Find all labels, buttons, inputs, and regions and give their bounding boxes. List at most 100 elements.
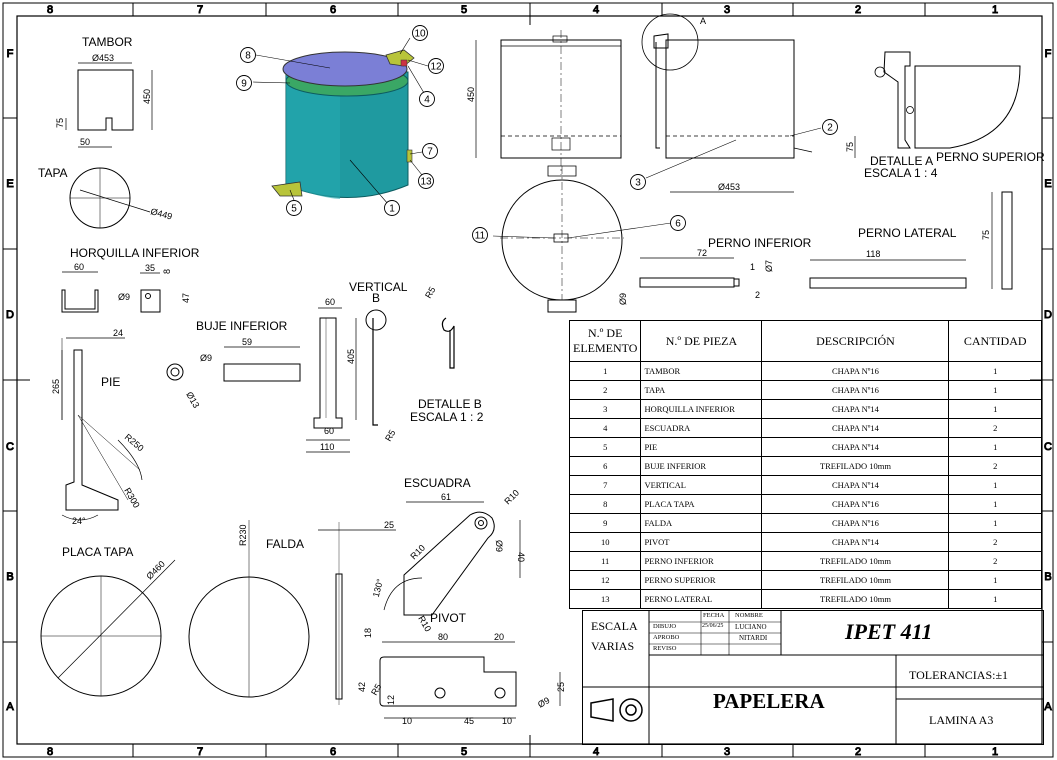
- detalle-a-view: DETALLE A ESCALA 1 : 4 PERNO SUPERIOR: [864, 51, 1045, 180]
- tambor-slot-h-dim: 75: [55, 118, 65, 128]
- bom-cell-pieza: PERNO LATERAL: [640, 589, 763, 609]
- pivot-25-dim: 25: [556, 682, 566, 692]
- placa-tapa-title: PLACA TAPA: [62, 545, 133, 559]
- detalle-a-marker: A: [700, 16, 706, 26]
- bom-cell-elemento: 13: [568, 589, 642, 609]
- falda-title: FALDA: [266, 537, 304, 551]
- zone-col-bottom-5: 5: [461, 746, 467, 758]
- zone-col-bottom-4: 4: [593, 746, 599, 758]
- balloon-label-4: 4: [424, 95, 430, 106]
- tambor-title: TAMBOR: [82, 35, 133, 49]
- top-view: 11 6: [472, 165, 686, 313]
- balloon-label-2: 2: [827, 123, 833, 134]
- fecha-label: FECHA: [703, 612, 725, 619]
- bom-cell-descripcion: CHAPA Nº14: [761, 418, 950, 438]
- perno-superior-title: PERNO SUPERIOR: [936, 150, 1045, 164]
- foot-pedal: [271, 181, 303, 197]
- escuadra-view: ESCUADRA 61 R10 R10 R10 40 Ø9 130°: [371, 476, 526, 633]
- balloon-9: [236, 75, 252, 91]
- vertical-view: VERTICAL 60 405 60 110 B R5: [306, 280, 408, 453]
- pivot-10b-dim: 10: [502, 716, 512, 726]
- escuadra-61-dim: 61: [441, 492, 451, 502]
- pivot-20-dim: 20: [494, 632, 504, 642]
- buje-view: BUJE INFERIOR 59 Ø9 Ø13: [166, 319, 301, 410]
- zone-col-bottom-8: 8: [47, 746, 53, 758]
- vertical-405-dim: 405: [346, 349, 356, 364]
- balloon-10: [412, 25, 428, 41]
- bom-cell-descripcion: TREFILADO 10mm: [761, 589, 950, 609]
- pivot-r5-dim: R5: [369, 682, 383, 697]
- vertical-60-dim: 60: [325, 297, 335, 307]
- balloon-label-10: 10: [414, 29, 426, 40]
- bom-cell-descripcion: CHAPA Nº16: [761, 380, 950, 400]
- balloon-3: [630, 174, 646, 190]
- lid: [282, 51, 408, 87]
- escala-value: VARIAS: [591, 639, 635, 653]
- bom-cell-cantidad: 2: [948, 418, 1042, 438]
- balloon-label-12: 12: [430, 62, 442, 73]
- pivot-10-dim: 10: [402, 716, 412, 726]
- balloon-13: [418, 173, 434, 189]
- perno-inferior-9-dim: Ø9: [618, 293, 628, 305]
- balloon-11: [472, 227, 488, 243]
- balloon-7: [422, 143, 438, 159]
- balloon-5: [286, 200, 302, 216]
- bom-cell-cantidad: 2: [948, 456, 1042, 476]
- detalle-b-scale: ESCALA 1 : 2: [410, 410, 484, 424]
- bom-cell-elemento: 9: [568, 513, 642, 533]
- bom-cell-pieza: BUJE INFERIOR: [640, 456, 763, 476]
- pivot-title: PIVOT: [430, 611, 467, 625]
- tapa-title: TAPA: [38, 166, 68, 180]
- perno-inferior-2-dim: 2: [755, 290, 760, 300]
- balloon-2: [822, 119, 838, 135]
- zone-col-top-7: 7: [197, 4, 203, 16]
- bom-cell-cantidad: 1: [948, 570, 1042, 590]
- nombre-label: NOMBRE: [735, 612, 763, 619]
- bom-cell-cantidad: 1: [948, 380, 1042, 400]
- bom-cell-descripcion: CHAPA Nº16: [761, 494, 950, 514]
- vertical-60b-dim: 60: [324, 426, 334, 436]
- bom-cell-descripcion: TREFILADO 10mm: [761, 456, 950, 476]
- perno-lateral-title: PERNO LATERAL: [858, 226, 957, 240]
- perno-lateral-75-dim: 75: [981, 230, 991, 240]
- bom-cell-elemento: 3: [568, 399, 642, 419]
- bom-header-cantidad: CANTIDAD: [948, 320, 1042, 362]
- bom-cell-pieza: PIVOT: [640, 532, 763, 552]
- balloon-label-6: 6: [675, 219, 681, 230]
- bom-cell-elemento: 6: [568, 456, 642, 476]
- zone-row-left-B: B: [6, 571, 13, 583]
- balloon-label-5: 5: [291, 204, 297, 215]
- bom-header-descripcion: DESCRIPCIÓN: [761, 320, 950, 362]
- pivot-9-dim: Ø9: [536, 695, 551, 710]
- horquilla-60-dim: 60: [74, 262, 84, 272]
- pie-r300-dim: R300: [122, 486, 141, 510]
- bom-cell-elemento: 10: [568, 532, 642, 552]
- pivot-view: PIVOT 80 20 18 42 R5 12 10 45 10 Ø9 25: [357, 611, 566, 726]
- escuadra-title: ESCUADRA: [404, 476, 471, 490]
- balloon-6: [670, 215, 686, 231]
- pie-angle-dim: 24°: [72, 516, 86, 526]
- buje-title: BUJE INFERIOR: [196, 319, 288, 333]
- front-view: 450: [466, 30, 622, 175]
- balloon-label-11: 11: [475, 231, 486, 242]
- zone-row-left-E: E: [6, 178, 13, 190]
- bom-cell-descripcion: TREFILADO 10mm: [761, 570, 950, 590]
- tambor-outline: [77, 69, 134, 131]
- title-block-lines: [583, 611, 1043, 744]
- horquilla-9-dim: Ø9: [118, 292, 130, 302]
- dibujo-nombre: LUCIANO: [735, 623, 767, 631]
- escuadra-130-dim: 130°: [371, 577, 386, 598]
- pie-24-dim: 24: [113, 328, 123, 338]
- zone-row-right-D: D: [1044, 309, 1052, 321]
- placa-tapa-dia-dim: Ø460: [144, 559, 167, 582]
- pivot-45-dim: 45: [464, 716, 474, 726]
- zone-col-bottom-7: 7: [197, 746, 203, 758]
- bom-cell-pieza: ESCUADRA: [640, 418, 763, 438]
- zone-row-right-E: E: [1044, 178, 1051, 190]
- bom-cell-descripcion: CHAPA Nº14: [761, 399, 950, 419]
